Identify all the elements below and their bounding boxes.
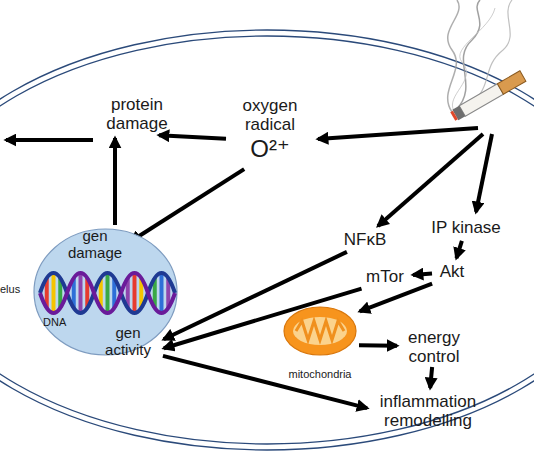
dna-strand — [40, 273, 175, 313]
mitochondria-matrix — [293, 317, 347, 345]
exposure-arrow — [476, 134, 492, 212]
pathway-arrow — [430, 367, 432, 388]
process-label: mTor — [360, 266, 410, 288]
cell-membrane — [0, 30, 534, 450]
dna-strand — [40, 273, 175, 313]
base-pair — [85, 278, 89, 308]
base-pair — [45, 278, 49, 308]
exposure-arrows — [6, 128, 492, 226]
base-pair — [126, 278, 130, 308]
mitochondria-shape: mitochondria — [283, 306, 357, 356]
process-label: gen activity — [95, 324, 161, 360]
pathway-arrow — [131, 169, 245, 241]
pathway-arrow — [163, 356, 367, 408]
base-pair — [112, 278, 116, 308]
pathway-arrow — [159, 135, 226, 139]
cigarette-ember — [450, 111, 458, 121]
pathway-arrow — [359, 343, 397, 347]
process-label: energy control — [400, 329, 468, 365]
pathway-arrow — [413, 273, 432, 274]
cigarette-body — [459, 84, 503, 116]
base-pair — [166, 278, 170, 308]
dna-helix — [40, 273, 175, 313]
node-label: IP kinase — [426, 218, 506, 237]
base-pair — [139, 278, 143, 308]
base-pair — [52, 273, 56, 313]
exposure-arrow — [378, 134, 483, 226]
mitochondria-shape — [284, 307, 356, 355]
base-pair — [58, 278, 62, 308]
node-label: mTor — [360, 267, 410, 286]
cigarette — [450, 71, 526, 122]
process-label: protein damage — [95, 93, 179, 135]
base-pair — [99, 278, 103, 308]
node-label: NFκB — [335, 230, 395, 249]
pathway-arrow — [456, 241, 461, 258]
process-label: oxygen radicalO²⁺ — [228, 90, 312, 168]
nucleus-ellipse — [34, 229, 177, 355]
base-pair — [72, 278, 76, 308]
pathway-arrow — [113, 138, 117, 225]
node-sublabel: O²⁺ — [228, 136, 312, 163]
base-pair — [106, 273, 110, 313]
node-label: inflammation remodelling — [370, 392, 486, 430]
node-label: oxygen radical — [228, 96, 312, 134]
cigarette-filter — [497, 71, 526, 94]
process-label: gen damage — [62, 227, 128, 263]
node-label: energy control — [400, 328, 468, 366]
pathway-arrow — [360, 284, 432, 312]
node-label: Akt — [434, 262, 470, 281]
exposure-arrow — [318, 128, 478, 139]
outgoing-arrow — [6, 138, 93, 142]
process-label: IP kinase — [426, 217, 506, 239]
node-label: gen damage — [62, 228, 128, 262]
process-label: inflammation remodelling — [370, 391, 486, 431]
dna-rungs — [47, 273, 169, 313]
node-label: gen activity — [95, 325, 161, 359]
cell-membrane — [0, 36, 534, 444]
node-label: protein damage — [95, 95, 179, 133]
mitochondria-cristae — [293, 317, 347, 345]
node-label: mitochondria — [270, 368, 370, 380]
cristae-fold — [296, 321, 344, 340]
process-label: NFκB — [335, 229, 395, 251]
mitochondria-shape-outline — [283, 306, 357, 356]
node-label: elus — [0, 283, 32, 295]
base-pair — [153, 278, 157, 308]
process-label: Akt — [434, 261, 470, 283]
smoke-wisp — [448, 0, 459, 112]
base-pair — [133, 273, 137, 313]
base-pair — [79, 273, 83, 313]
base-pair — [160, 273, 164, 313]
nucleus-ellipse: elusDNAgen damagegen activity — [33, 228, 178, 356]
node-sublabel: DNA — [43, 316, 73, 328]
